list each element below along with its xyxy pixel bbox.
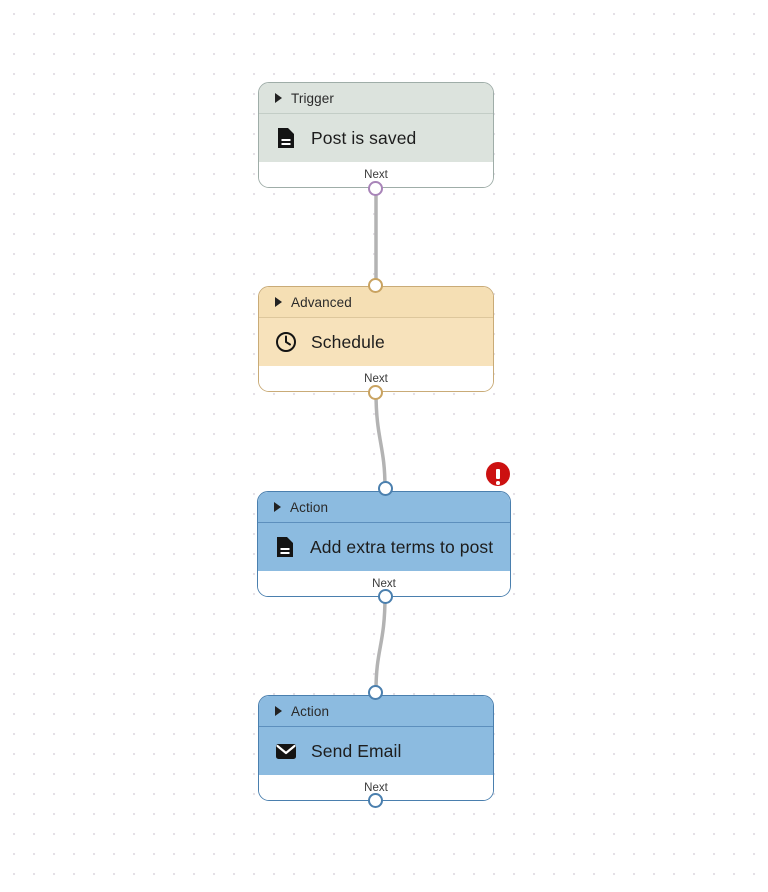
node-action-send-email[interactable]: Action Send Email Next — [258, 695, 494, 801]
port-out-advanced[interactable] — [368, 385, 383, 400]
exclamation-glyph — [496, 469, 500, 485]
node-title-label: Post is saved — [311, 127, 417, 148]
node-title-label: Send Email — [311, 740, 402, 761]
node-header-action-email[interactable]: Action — [259, 696, 493, 727]
node-title-label: Schedule — [311, 331, 385, 352]
node-trigger-post-is-saved[interactable]: Trigger Post is saved Next — [258, 82, 494, 188]
connector-action-terms-to-send-email — [374, 594, 387, 693]
node-header-trigger[interactable]: Trigger — [259, 83, 493, 114]
node-body-trigger[interactable]: Post is saved — [259, 114, 493, 162]
next-label: Next — [364, 372, 388, 385]
connector-advanced-to-action-terms — [374, 390, 387, 490]
node-header-action-terms[interactable]: Action — [258, 492, 510, 523]
node-advanced-schedule[interactable]: Advanced Schedule Next — [258, 286, 494, 392]
port-in-advanced[interactable] — [368, 278, 383, 293]
next-label: Next — [364, 168, 388, 181]
document-icon — [275, 127, 297, 149]
next-label: Next — [372, 577, 396, 590]
port-in-action-terms[interactable] — [378, 481, 393, 496]
document-icon — [274, 536, 296, 558]
node-body-action-email[interactable]: Send Email — [259, 727, 493, 775]
port-in-action-email[interactable] — [368, 685, 383, 700]
node-title-label: Add extra terms to post — [310, 536, 494, 557]
disclosure-triangle-icon[interactable] — [275, 297, 282, 307]
node-body-action-terms[interactable]: Add extra terms to post — [258, 523, 510, 571]
node-category-label: Action — [290, 499, 329, 515]
disclosure-triangle-icon[interactable] — [275, 93, 282, 103]
error-exclamation-icon[interactable] — [486, 462, 510, 486]
envelope-icon — [275, 740, 297, 762]
port-out-action-terms[interactable] — [378, 589, 393, 604]
next-label: Next — [364, 781, 388, 794]
node-category-label: Advanced — [291, 294, 352, 310]
port-out-action-email[interactable] — [368, 793, 383, 808]
disclosure-triangle-icon[interactable] — [275, 706, 282, 716]
node-action-add-extra-terms-to-post[interactable]: Action Add extra terms to post Next — [257, 491, 511, 597]
disclosure-triangle-icon[interactable] — [274, 502, 281, 512]
node-body-advanced[interactable]: Schedule — [259, 318, 493, 366]
node-category-label: Action — [291, 703, 330, 719]
node-category-label: Trigger — [291, 90, 334, 106]
port-out-trigger[interactable] — [368, 181, 383, 196]
clock-icon — [275, 331, 297, 353]
